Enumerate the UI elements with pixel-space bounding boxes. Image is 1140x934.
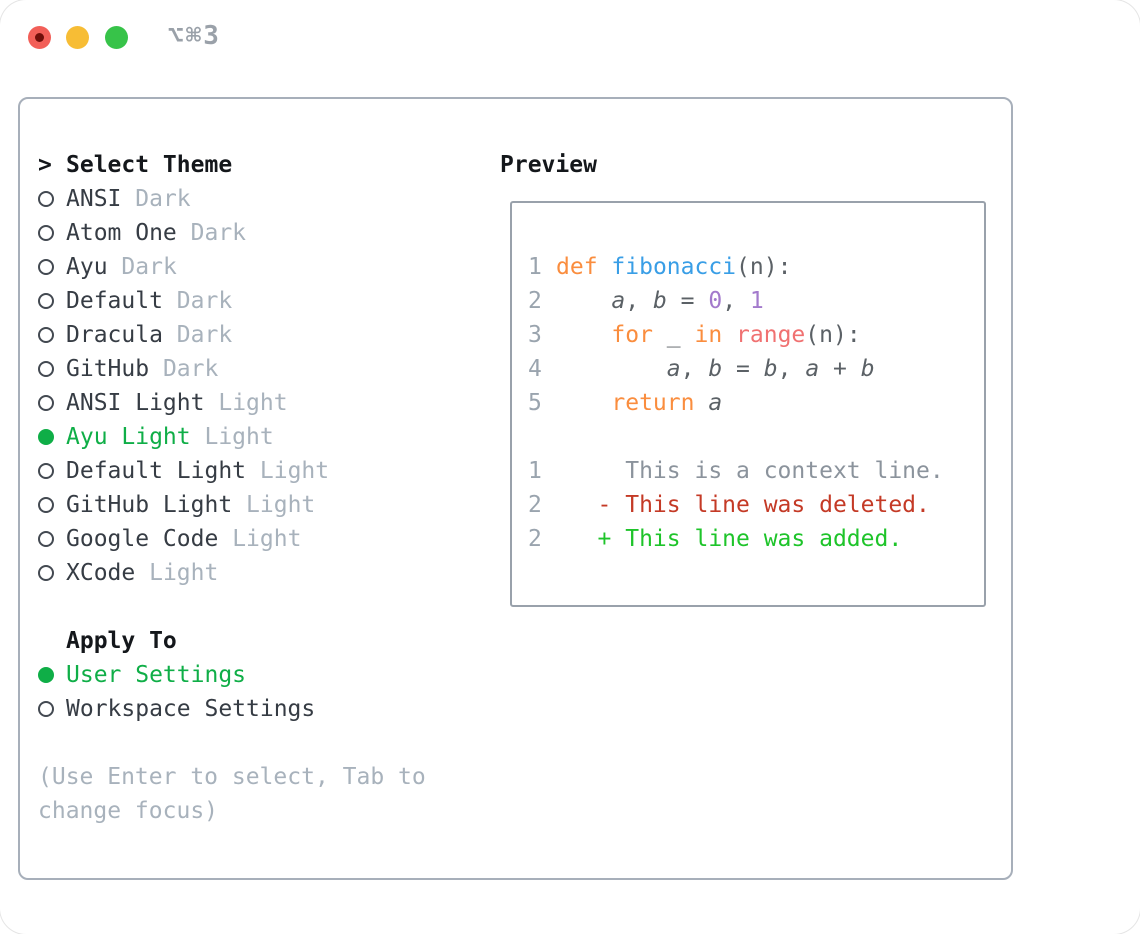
- minimize-button-icon[interactable]: [66, 26, 89, 49]
- selected-radio-icon: [38, 429, 54, 445]
- theme-name-label: ANSI Light: [66, 390, 205, 416]
- code-text: a, b = b, a + b: [666, 356, 875, 382]
- theme-variant-label: Light: [149, 560, 219, 586]
- theme-name-label: GitHub: [66, 356, 150, 382]
- theme-name-label: Google Code: [66, 526, 219, 552]
- radio-icon: [38, 225, 54, 241]
- preview-line: 1 def fibonacci(n):: [528, 250, 978, 284]
- preview-line: 5 return a: [528, 386, 978, 420]
- apply-to-title: Apply To: [66, 628, 177, 654]
- code-text: for _ in range(n):: [611, 322, 861, 348]
- theme-name-label: Default: [66, 288, 163, 314]
- theme-variant-label: Dark: [121, 254, 177, 280]
- theme-option[interactable]: Default Light Light: [38, 454, 329, 488]
- preview-line: 2 - This line was deleted.: [528, 488, 978, 522]
- preview-line: 1 This is a context line.: [528, 454, 978, 488]
- radio-icon: [38, 701, 54, 717]
- radio-icon: [38, 259, 54, 275]
- apply-option-label: Workspace Settings: [66, 696, 316, 722]
- theme-picker-header: > Select Theme: [38, 148, 329, 182]
- theme-option[interactable]: GitHub Dark: [38, 352, 329, 386]
- line-number: 4: [528, 356, 542, 382]
- line-number: 2: [528, 526, 542, 552]
- radio-icon: [38, 293, 54, 309]
- code-text: a, b = 0, 1: [611, 288, 764, 314]
- code-text: + This line was added.: [556, 526, 903, 552]
- apply-option[interactable]: User Settings: [38, 658, 315, 692]
- theme-name-label: GitHub Light: [66, 492, 233, 518]
- radio-icon: [38, 395, 54, 411]
- radio-icon: [38, 463, 54, 479]
- theme-option[interactable]: Default Dark: [38, 284, 329, 318]
- apply-to-header: Apply To: [38, 624, 315, 658]
- select-theme-title: Select Theme: [66, 152, 233, 178]
- theme-option[interactable]: Google Code Light: [38, 522, 329, 556]
- line-number: 2: [528, 288, 542, 314]
- code-text: - This line was deleted.: [556, 492, 930, 518]
- radio-icon: [38, 191, 54, 207]
- code-text: def fibonacci(n):: [556, 254, 792, 280]
- theme-option[interactable]: Atom One Dark: [38, 216, 329, 250]
- theme-variant-label: Light: [246, 492, 316, 518]
- theme-variant-label: Dark: [162, 356, 219, 382]
- window-shortcut-label: ⌥⌘3: [168, 21, 221, 51]
- theme-variant-label: Light: [232, 526, 302, 552]
- line-number: 5: [528, 390, 542, 416]
- prompt-icon: >: [38, 152, 52, 178]
- theme-option[interactable]: ANSI Light Light: [38, 386, 329, 420]
- theme-name-label: Dracula: [66, 322, 163, 348]
- apply-option[interactable]: Workspace Settings: [38, 692, 315, 726]
- theme-variant-label: Dark: [190, 220, 247, 246]
- preview-line: 4 a, b = b, a + b: [528, 352, 978, 386]
- theme-variant-label: Dark: [176, 288, 233, 314]
- radio-icon: [38, 327, 54, 343]
- theme-option[interactable]: Dracula Dark: [38, 318, 329, 352]
- theme-variant-label: Dark: [135, 186, 191, 212]
- code-text: return a: [611, 390, 723, 416]
- radio-icon: [38, 361, 54, 377]
- theme-variant-label: Light: [204, 424, 274, 450]
- preview-title: Preview: [500, 152, 597, 178]
- close-button-icon[interactable]: [28, 26, 51, 49]
- theme-option[interactable]: XCode Light: [38, 556, 329, 590]
- preview-line: 2 + This line was added.: [528, 522, 978, 556]
- theme-name-label: ANSI: [66, 186, 122, 212]
- zoom-button-icon[interactable]: [105, 26, 128, 49]
- radio-icon: [38, 531, 54, 547]
- line-number: 3: [528, 322, 542, 348]
- theme-option[interactable]: GitHub Light Light: [38, 488, 329, 522]
- theme-option[interactable]: Ayu Dark: [38, 250, 329, 284]
- theme-name-label: Default Light: [66, 458, 247, 484]
- apply-option-label: User Settings: [66, 662, 247, 688]
- hint-text: (Use Enter to select, Tab to change focu…: [38, 764, 426, 824]
- preview-line: 2 a, b = 0, 1: [528, 284, 978, 318]
- theme-option[interactable]: Ayu Light Light: [38, 420, 329, 454]
- line-number: 1: [528, 458, 542, 484]
- theme-name-label: XCode: [66, 560, 136, 586]
- code-text: This is a context line.: [556, 458, 944, 484]
- line-number: 1: [528, 254, 542, 280]
- preview-line: [528, 420, 978, 454]
- theme-name-label: Atom One: [66, 220, 177, 246]
- theme-name-label: Ayu Light: [66, 424, 191, 450]
- theme-variant-label: Dark: [176, 322, 233, 348]
- theme-name-label: Ayu: [66, 254, 108, 280]
- theme-variant-label: Light: [218, 390, 288, 416]
- line-number: 2: [528, 492, 542, 518]
- theme-option[interactable]: ANSI Dark: [38, 182, 329, 216]
- radio-icon: [38, 497, 54, 513]
- selected-radio-icon: [38, 667, 54, 683]
- radio-icon: [38, 565, 54, 581]
- preview-line: 3 for _ in range(n):: [528, 318, 978, 352]
- theme-variant-label: Light: [259, 458, 330, 484]
